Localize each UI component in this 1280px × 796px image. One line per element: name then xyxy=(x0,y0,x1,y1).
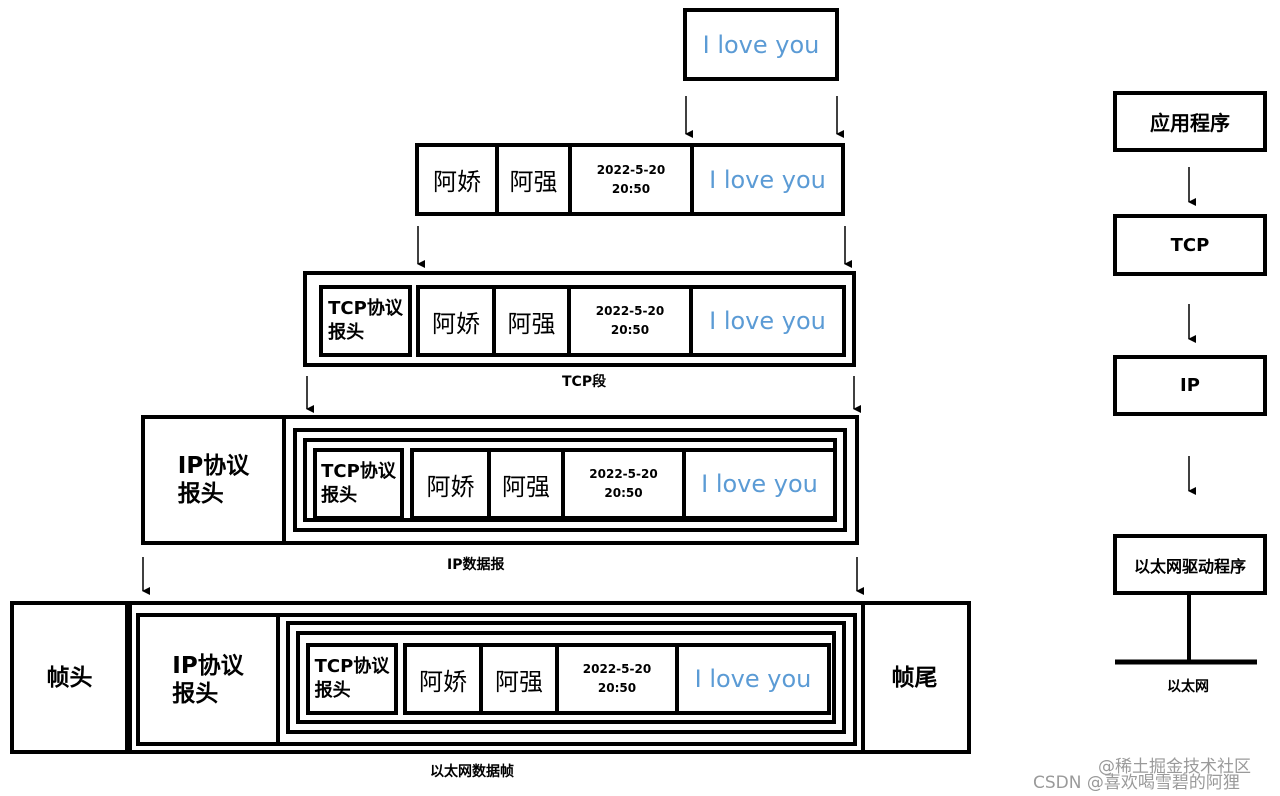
tcp-header-label: TCP协议 报头 xyxy=(314,656,390,701)
layer-ip-box: IP xyxy=(1113,355,1267,416)
tcp-header-label: TCP协议 报头 xyxy=(321,461,396,506)
receiver-cell: 阿强 xyxy=(499,147,572,212)
frame-tail-cell: 帧尾 xyxy=(891,664,938,691)
frame-ip-outer: IP协议 报头 TCP协议 报头 阿娇 阿强 2022-5-20 20:50 I… xyxy=(128,601,865,754)
ip-message-box: 阿娇 阿强 2022-5-20 20:50 I love you xyxy=(410,448,837,520)
payload-text: I love you xyxy=(702,30,820,59)
ip-datagram-outer: IP协议 报头 TCP协议 报头 阿娇 阿强 2022-5-20 20:50 I… xyxy=(141,415,859,545)
tcp-segment-caption: TCP段 xyxy=(562,374,607,390)
ip-tcp-wrap-outer: TCP协议 报头 阿娇 阿强 2022-5-20 20:50 I love yo… xyxy=(293,428,847,532)
tcp-message-box: 阿娇 阿强 2022-5-20 20:50 I love you xyxy=(416,285,846,357)
payload-cell: I love you xyxy=(709,307,826,335)
ip-header-cell: IP协议 报头 xyxy=(145,419,286,541)
frame-tcp-wrap-inner: TCP协议 报头 阿娇 阿强 2022-5-20 20:50 I love yo… xyxy=(296,631,836,724)
layer-tcp-box: TCP xyxy=(1113,214,1267,276)
tcp-header-label: TCP协议 报头 xyxy=(328,298,403,343)
frame-message-box: 阿娇 阿强 2022-5-20 20:50 I love you xyxy=(403,643,831,715)
frame-head-cell: 帧头 xyxy=(14,605,129,750)
receiver-cell: 阿强 xyxy=(496,289,571,353)
datetime-cell: 2022-5-20 20:50 xyxy=(565,452,686,516)
datetime-cell: 2022-5-20 20:50 xyxy=(559,647,679,711)
tcp-header-box: TCP协议 报头 xyxy=(319,285,412,357)
tcp-segment-outer: TCP协议 报头 阿娇 阿强 2022-5-20 20:50 I love yo… xyxy=(303,271,856,367)
ip-tcp-wrap-inner: TCP协议 报头 阿娇 阿强 2022-5-20 20:50 I love yo… xyxy=(303,438,837,522)
layer-driver-box: 以太网驱动程序 xyxy=(1113,534,1267,595)
payload-cell: I love you xyxy=(701,470,818,498)
layer-app-box: 应用程序 xyxy=(1113,91,1267,152)
sender-cell: 阿娇 xyxy=(420,289,496,353)
datetime-cell: 2022-5-20 20:50 xyxy=(572,147,694,212)
datetime-cell: 2022-5-20 20:50 xyxy=(571,289,693,353)
watermark-line1: @稀土掘金技术社区 xyxy=(1098,757,1251,777)
tcp-header-box: TCP协议 报头 xyxy=(313,448,404,520)
sender-cell: 阿娇 xyxy=(419,147,499,212)
receiver-cell: 阿强 xyxy=(491,452,565,516)
ip-header-cell: IP协议 报头 xyxy=(140,617,280,742)
ethernet-label: 以太网 xyxy=(1167,679,1209,695)
watermark-line2: CSDN @喜欢喝雪碧的阿狸 xyxy=(1033,773,1240,793)
frame-tcp-wrap-outer: TCP协议 报头 阿娇 阿强 2022-5-20 20:50 I love yo… xyxy=(286,621,846,734)
payload-cell: I love you xyxy=(709,165,826,194)
receiver-cell: 阿强 xyxy=(483,647,559,711)
app-data-box: I love you xyxy=(683,8,839,81)
ethernet-frame-outer: 帧头 IP协议 报头 TCP协议 报头 阿娇 阿强 2022-5-20 20:5… xyxy=(10,601,971,754)
frame-ip-inner: IP协议 报头 TCP协议 报头 阿娇 阿强 2022-5-20 20:50 I… xyxy=(136,613,857,746)
payload-cell: I love you xyxy=(694,665,812,693)
sender-cell: 阿娇 xyxy=(414,452,491,516)
sender-cell: 阿娇 xyxy=(407,647,483,711)
tcp-header-box: TCP协议 报头 xyxy=(306,643,398,715)
message-box: 阿娇 阿强 2022-5-20 20:50 I love you xyxy=(415,143,845,216)
ip-datagram-caption: IP数据报 xyxy=(447,557,505,573)
ethernet-frame-caption: 以太网数据帧 xyxy=(430,764,514,780)
